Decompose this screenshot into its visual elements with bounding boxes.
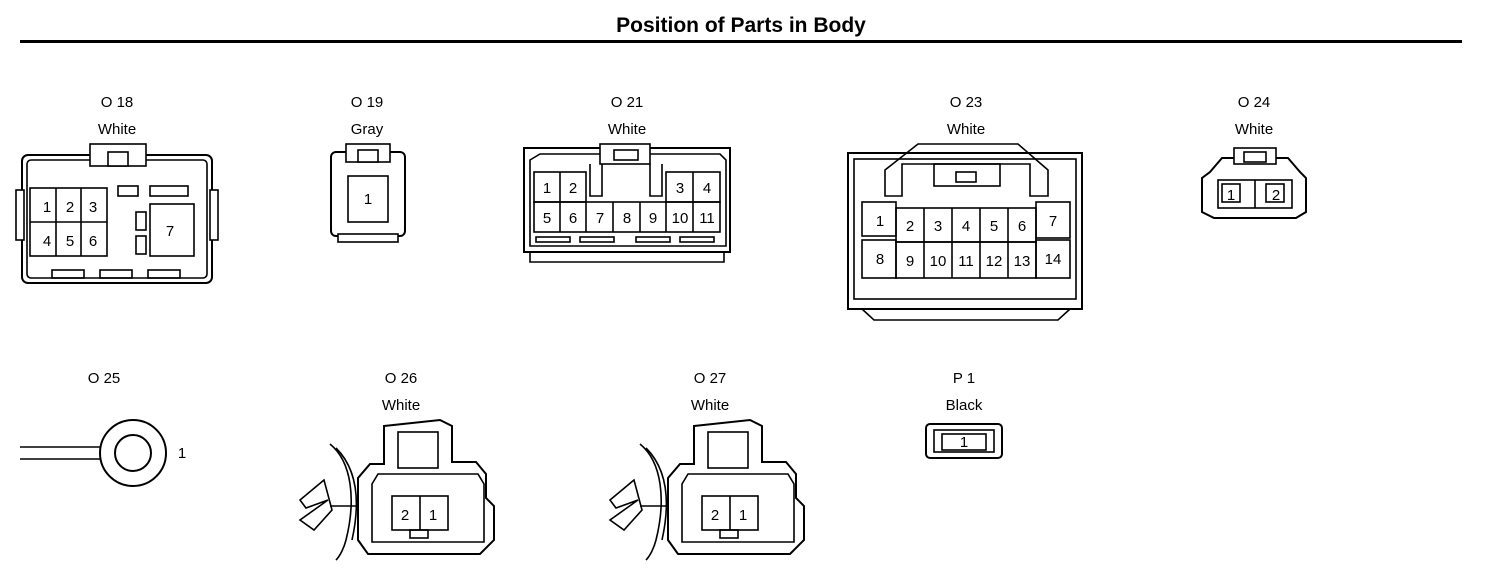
connector-o23-pin: 5 [990,218,998,235]
connector-o19[interactable]: O 19 Gray 1 [330,94,406,243]
connector-o23-pin: 10 [930,253,947,270]
connector-o25[interactable]: O 25 1 [20,370,186,487]
connector-o23-pin: 2 [906,218,914,235]
page-title: Position of Parts in Body [616,14,866,37]
connector-o26[interactable]: O 26 White 2 1 [298,370,495,561]
title-rule [20,40,1462,43]
connector-o24-id: O 24 [1238,94,1271,111]
connector-p1-id: P 1 [953,370,975,387]
connector-p1[interactable]: P 1 Black 1 [925,370,1003,459]
connector-o18-pin: 2 [66,199,74,216]
connector-o23-pin: 9 [906,253,914,270]
connector-o19-id: O 19 [351,94,384,111]
connector-o19-color: Gray [351,121,384,138]
connector-p1-color: Black [946,397,983,414]
connector-o21-pin: 11 [699,210,715,227]
connector-o21-pin: 2 [569,180,577,197]
connector-o26-id: O 26 [385,370,418,387]
connector-o25-pin: 1 [178,445,186,462]
connector-o27-id: O 27 [694,370,727,387]
connector-o23-pin: 11 [958,253,974,270]
connector-o21-pin: 9 [649,210,657,227]
connector-o21-id: O 21 [611,94,644,111]
connector-o23-pin: 8 [876,251,884,268]
connector-o21-pin: 1 [543,180,551,197]
connector-o27[interactable]: O 27 White 2 1 [608,370,805,561]
connector-o24[interactable]: O 24 White 1 2 [1201,94,1307,219]
connector-o23-pin: 7 [1049,213,1057,230]
connector-o23[interactable]: O 23 White 1 2 3 4 5 6 7 8 9 10 11 12 13… [847,94,1083,321]
connector-o18[interactable]: O 18 White 1 2 3 4 5 6 7 [15,94,219,284]
connector-o27-pin: 1 [739,507,747,524]
connector-o21-pin: 3 [676,180,684,197]
connector-o23-pin: 12 [986,253,1003,270]
connector-o25-id: O 25 [88,370,121,387]
connector-o21[interactable]: O 21 White 1 2 3 4 5 6 7 8 9 10 11 [523,94,731,263]
connector-o24-pin: 1 [1227,187,1235,204]
connector-o26-pin: 2 [401,507,409,524]
connector-o19-pin: 1 [364,191,372,208]
connector-o18-pin: 5 [66,233,74,250]
connector-o21-pin: 4 [703,180,711,197]
connector-o18-pin: 6 [89,233,97,250]
connector-o23-pin: 3 [934,218,942,235]
connector-o26-color: White [382,397,420,414]
connector-p1-pin: 1 [960,434,968,451]
connector-o27-color: White [691,397,729,414]
connector-o26-pin: 1 [429,507,437,524]
connector-o18-pin: 1 [43,199,51,216]
connector-o21-pin: 5 [543,210,551,227]
connector-o27-pin: 2 [711,507,719,524]
connector-o23-pin: 4 [962,218,970,235]
connector-o18-pin: 7 [166,223,174,240]
connector-o23-pin: 13 [1014,253,1031,270]
connector-o21-color: White [608,121,646,138]
connector-o24-color: White [1235,121,1273,138]
connector-o24-pin: 2 [1272,187,1280,204]
connector-o23-pin: 14 [1045,251,1062,268]
connector-o21-pin: 7 [596,210,604,227]
connector-o18-pin: 4 [43,233,51,250]
connector-o18-color: White [98,121,136,138]
connector-o23-color: White [947,121,985,138]
connector-o18-id: O 18 [101,94,134,111]
connector-o21-pin: 8 [623,210,631,227]
connector-o23-pin: 1 [876,213,884,230]
connector-o23-id: O 23 [950,94,983,111]
connector-o18-pin: 3 [89,199,97,216]
connector-o23-pin: 6 [1018,218,1026,235]
connector-o21-pin: 10 [672,210,689,227]
connector-o21-pin: 6 [569,210,577,227]
